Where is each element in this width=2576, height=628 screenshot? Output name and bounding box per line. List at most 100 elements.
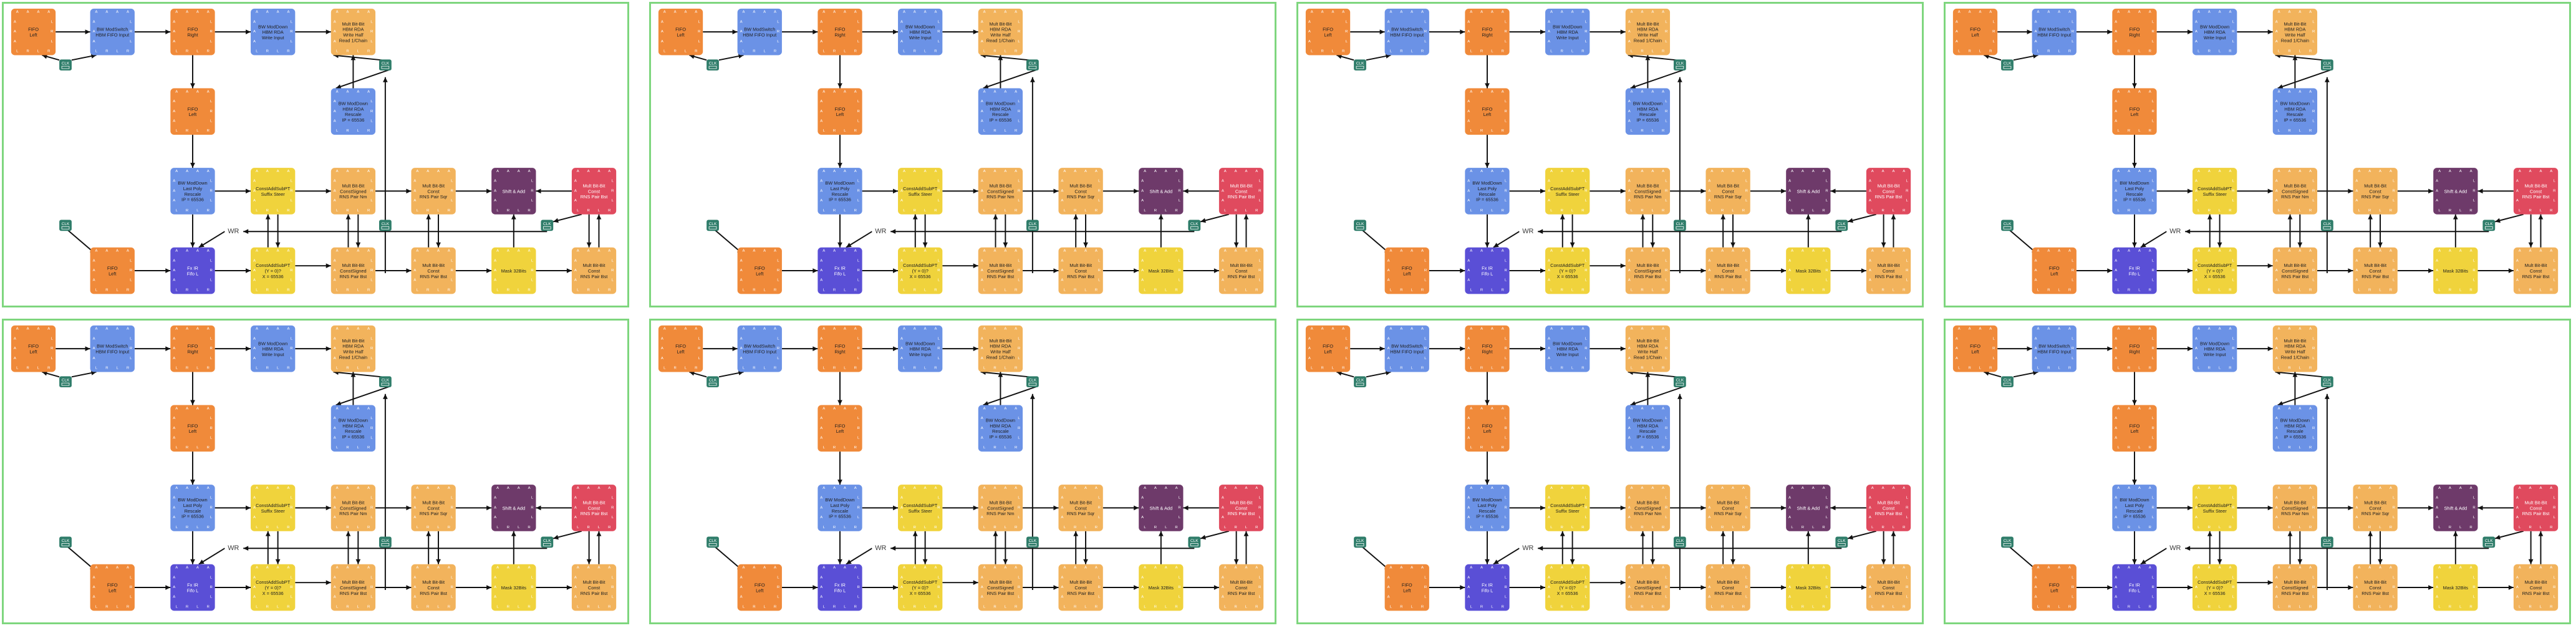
pin-label: A [1491, 407, 1493, 410]
pin-label: A [2229, 170, 2231, 173]
pin-label: R [753, 367, 755, 370]
pin-label: A [2047, 566, 2050, 570]
pin-label: L [437, 605, 440, 609]
arrowhead [1620, 580, 1626, 586]
pin-label: R [266, 50, 269, 54]
pin-label: A [2117, 249, 2120, 253]
pin-label: L [531, 576, 534, 579]
pin-label: A [1548, 586, 1550, 589]
pin-label: A [207, 170, 210, 173]
block-label: Write Input [262, 35, 284, 41]
arrowhead [1830, 505, 1836, 511]
pin-label: A [2208, 486, 2211, 490]
pin-label: L [210, 417, 213, 420]
pin-label: L [2312, 576, 2315, 579]
pin-label: A [822, 90, 825, 94]
arrowhead [1336, 54, 1343, 59]
arrowhead [1485, 480, 1490, 485]
pin-label: L [210, 596, 213, 599]
pin-label: A [2289, 566, 2291, 570]
pin-label: A [763, 566, 766, 570]
pin-label: L [291, 279, 293, 283]
pin-label: L [2519, 605, 2521, 609]
pin-label: A [2519, 486, 2521, 490]
block-label: Const [1722, 585, 1734, 591]
pin-label: A [1144, 170, 1146, 173]
block-label: RNS Pair Sqr [1714, 511, 1742, 516]
wr-bg [2166, 226, 2184, 238]
pin-label: L [2197, 367, 2200, 370]
pin-label: R [1015, 446, 1017, 450]
pin-label: A [196, 11, 199, 14]
block-body [2272, 8, 2318, 56]
pin-label: R [2390, 526, 2392, 529]
wr-label: WR [872, 226, 890, 238]
arrowhead [2267, 505, 2273, 511]
arrowhead [2188, 188, 2193, 194]
pin-label: A [854, 566, 857, 570]
pin-label: A [196, 407, 199, 410]
block-body [2112, 405, 2157, 452]
pin-label: A [253, 180, 256, 183]
pin-label: A [334, 120, 336, 123]
pin-label: A [2550, 566, 2552, 570]
pin-label: A [1480, 170, 1483, 173]
arrowhead [2185, 229, 2191, 234]
pin-label: L [357, 209, 360, 213]
pin-label: A [1548, 516, 1550, 519]
pin-label: R [777, 269, 779, 273]
pin-label: R [2288, 209, 2290, 213]
pin-label: R [2449, 526, 2451, 529]
pin-label: A [2068, 566, 2071, 570]
pin-label: A [173, 279, 175, 283]
block-label: Left [1483, 428, 1491, 434]
pin-label: A [900, 347, 903, 350]
pin-label: L [2299, 446, 2302, 450]
pin-label: A [1095, 486, 1097, 490]
pin-label: A [175, 90, 178, 94]
pin-label: R [2128, 446, 2130, 450]
wire [198, 231, 225, 248]
pin-label: L [2037, 50, 2040, 54]
arrowhead [42, 54, 48, 59]
pin-label: A [1788, 576, 1791, 579]
pin-label: R [266, 209, 269, 213]
pin-label: A [2516, 180, 2519, 183]
pin-label: R [1581, 605, 1584, 609]
block-label: BW ModDown [1472, 497, 1502, 503]
pin-label: L [1826, 180, 1828, 183]
block-label: Left [2131, 428, 2138, 434]
pin-label: A [367, 566, 370, 570]
block-body [737, 247, 782, 294]
pin-label: A [266, 327, 269, 331]
block-body [2272, 325, 2318, 372]
pin-label: A [1467, 20, 1470, 24]
pin-label: A [2219, 170, 2221, 173]
pin-label: R [1178, 189, 1180, 193]
pin-label: A [1311, 11, 1313, 14]
pin-label: R [367, 288, 370, 292]
pin-label: R [370, 586, 373, 589]
clock-icon: CLK [2482, 220, 2496, 231]
pin-label: L [1732, 605, 1734, 609]
block-label: Rescale [345, 112, 362, 117]
arrowhead [2132, 83, 2137, 89]
clock-wave [1676, 543, 1684, 546]
block-body [978, 247, 1023, 294]
pin-label: L [2037, 288, 2040, 292]
block-body [978, 88, 1023, 135]
pin-label: A [116, 249, 118, 253]
clock-wave [1356, 65, 1364, 69]
block-label: Suffix Steer [1556, 191, 1580, 197]
pin-label: L [370, 100, 373, 104]
pin-label: A [2438, 486, 2441, 490]
pin-label: A [2115, 189, 2117, 193]
pin-label: A [1956, 40, 1958, 44]
pin-label: L [924, 50, 927, 54]
pin-label: A [2115, 100, 2117, 104]
wr-text: WR [875, 228, 886, 235]
